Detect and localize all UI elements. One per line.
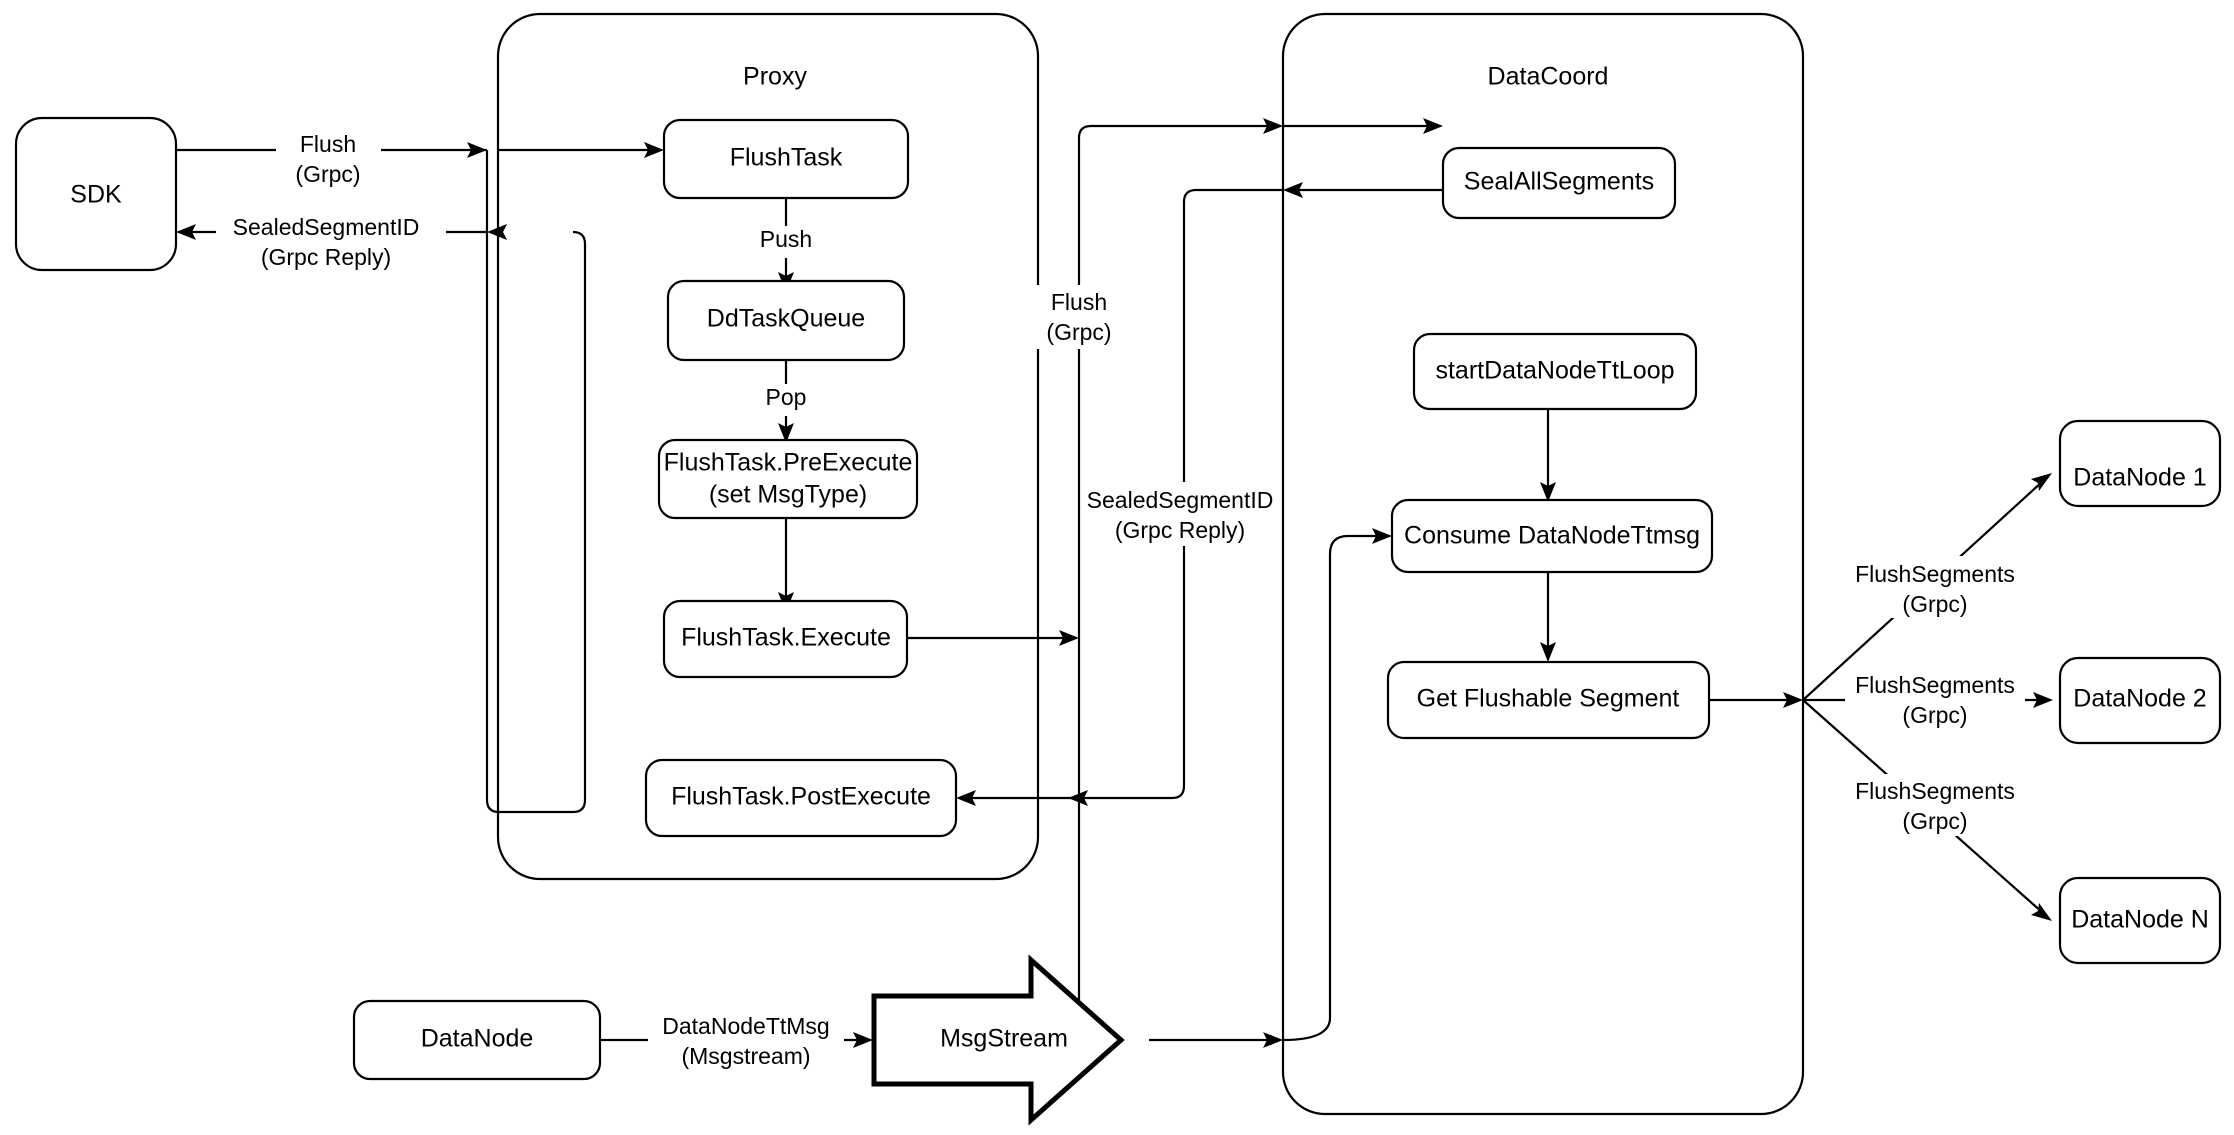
- edge-label-bg-channel-sealedsegmentid: [1082, 482, 1278, 546]
- node-datanode-n-label: DataNode N: [2071, 906, 2209, 934]
- edge-label-flush-segments-n-line2: (Grpc): [1902, 808, 1967, 834]
- edge-label-datacoord-to-proxy-line2: (Grpc Reply): [1115, 517, 1245, 543]
- edge-label-flush-segments-n-line1: FlushSegments: [1855, 778, 2015, 804]
- node-flushtask-preexecute-label-line2: (set MsgType): [709, 481, 867, 509]
- node-get-flushable-segment-label: Get Flushable Segment: [1417, 685, 1680, 713]
- node-seal-all-segments-label: SealAllSegments: [1464, 168, 1654, 196]
- edge-boundary-to-sealall-arrowhead: [1423, 118, 1443, 134]
- edge-label-bg-flushsegments-1: [1845, 556, 2025, 618]
- node-seal-all-segments[interactable]: [1441, 146, 1677, 220]
- edge-proxy-to-sdk-arrowhead: [176, 224, 196, 240]
- edge-proxy-left-spine: [485, 150, 573, 814]
- edge-label-proxy-to-sdk-line2: (Grpc Reply): [261, 244, 391, 270]
- node-start-datanode-tt-loop-label: startDataNodeTtLoop: [1435, 357, 1674, 385]
- group-label-proxy: Proxy: [743, 63, 807, 91]
- edge-datanode-to-msgstream-arrowhead: [853, 1032, 873, 1048]
- edge-sdk-to-proxy-arrowhead: [467, 142, 487, 158]
- node-msgstream-arrow[interactable]: [871, 954, 1125, 1126]
- node-flushtask-preexecute[interactable]: [657, 438, 919, 520]
- edge-msgstream-to-datacoord-arrowhead: [1263, 1032, 1283, 1048]
- edge-label-push: Push: [760, 226, 812, 252]
- edge-label-sdk-to-proxy-line1: Flush: [300, 131, 356, 157]
- edge-execute-to-channel-arrowhead: [1059, 630, 1079, 646]
- node-start-datanode-tt-loop[interactable]: [1412, 332, 1698, 411]
- edge-label-datanode-to-msgstream-line2: (Msgstream): [681, 1043, 810, 1069]
- edge-getflushable-to-fanout-arrowhead: [1783, 692, 1803, 708]
- node-get-flushable-segment[interactable]: [1386, 660, 1711, 740]
- edge-label-bg-push: [748, 226, 824, 258]
- node-dd-task-queue-label: DdTaskQueue: [707, 305, 865, 333]
- edge-sealall-to-boundary-arrowhead: [1283, 182, 1303, 198]
- node-datanode-source[interactable]: [352, 999, 602, 1081]
- edge-ddqueue-to-preexecute-arrowhead: [778, 423, 794, 443]
- edge-label-flush-segments-1-line1: FlushSegments: [1855, 561, 2015, 587]
- edge-label-bg-datanodettmsg: [648, 1010, 844, 1072]
- node-flush-task[interactable]: [662, 118, 910, 200]
- edge-fanout-to-datanode2-arrowhead: [2033, 692, 2053, 708]
- edge-label-sdk-to-proxy-line2: (Grpc): [295, 161, 360, 187]
- node-flushtask-postexecute[interactable]: [644, 758, 958, 838]
- edge-label-flush-segments-2-line2: (Grpc): [1902, 702, 1967, 728]
- node-msgstream-label: MsgStream: [940, 1025, 1068, 1053]
- edge-fanout-to-datanoden-arrowhead: [2031, 903, 2052, 921]
- node-datanode-1-label: DataNode 1: [2073, 464, 2206, 492]
- edge-label-proxy-to-sdk-line1: SealedSegmentID: [233, 214, 420, 240]
- edge-flush-grpc-into-datacoord-arrowhead: [1263, 118, 1283, 134]
- node-flush-task-label: FlushTask: [730, 144, 843, 172]
- edge-label-flush-segments-2-line1: FlushSegments: [1855, 672, 2015, 698]
- node-datanode-2-label: DataNode 2: [2073, 685, 2206, 713]
- node-consume-datanode-ttmsg[interactable]: [1390, 498, 1714, 574]
- node-datanode-1[interactable]: [2058, 419, 2222, 508]
- edge-datacoord-bottom-to-consume: [1282, 534, 1380, 1042]
- node-sdk[interactable]: [14, 116, 178, 272]
- node-datanode-n[interactable]: [2058, 876, 2222, 965]
- edge-boundary-to-flushtask-arrowhead: [644, 142, 664, 158]
- edge-flush-grpc-channel: [1077, 124, 1272, 638]
- node-flushtask-preexecute-label-line1: FlushTask.PreExecute: [664, 449, 913, 477]
- node-sdk-label: SDK: [70, 181, 122, 209]
- edge-label-bg-proxy-sealedsegmentid: [216, 212, 446, 274]
- edge-label-bg-flushsegments-2: [1845, 668, 2025, 730]
- edge-postexecute-to-spine-arrowhead: [487, 224, 507, 240]
- edge-reply-into-postexecute-arrowhead: [956, 790, 976, 806]
- edge-label-datanode-to-msgstream-line1: DataNodeTtMsg: [662, 1013, 829, 1039]
- edge-label-proxy-to-datacoord-line1: Flush: [1051, 289, 1107, 315]
- edge-postexecute-return-loop: [572, 230, 587, 814]
- edge-consume-to-getflushable-arrowhead: [1540, 642, 1556, 662]
- edge-label-proxy-to-datacoord-line2: (Grpc): [1046, 319, 1111, 345]
- node-consume-datanode-ttmsg-label: Consume DataNodeTtmsg: [1404, 522, 1700, 550]
- edge-label-flush-segments-1-line2: (Grpc): [1902, 591, 1967, 617]
- edge-label-bg-sdk-flush: [276, 126, 381, 192]
- edge-label-bg-channel-flush: [1031, 285, 1127, 349]
- edge-reply-crossing-arrowhead: [1068, 790, 1088, 806]
- group-label-datacoord: DataCoord: [1488, 63, 1609, 91]
- node-datanode-2[interactable]: [2058, 656, 2222, 745]
- node-datanode-source-label: DataNode: [421, 1025, 534, 1053]
- node-flushtask-postexecute-label: FlushTask.PostExecute: [671, 783, 931, 811]
- node-flushtask-execute-label: FlushTask.Execute: [681, 624, 891, 652]
- edge-ttloop-to-consume-arrowhead: [1540, 482, 1556, 502]
- edge-label-bg-flushsegments-n: [1845, 774, 2025, 836]
- edge-label-bg-pop: [750, 384, 822, 416]
- edge-label-datacoord-to-proxy-line1: SealedSegmentID: [1087, 487, 1274, 513]
- edge-label-pop: Pop: [766, 384, 807, 410]
- node-flushtask-execute[interactable]: [662, 599, 909, 679]
- edge-into-consume-arrowhead: [1372, 528, 1392, 544]
- node-dd-task-queue[interactable]: [666, 279, 906, 362]
- edge-fanout-to-datanode1-arrowhead: [2031, 473, 2052, 491]
